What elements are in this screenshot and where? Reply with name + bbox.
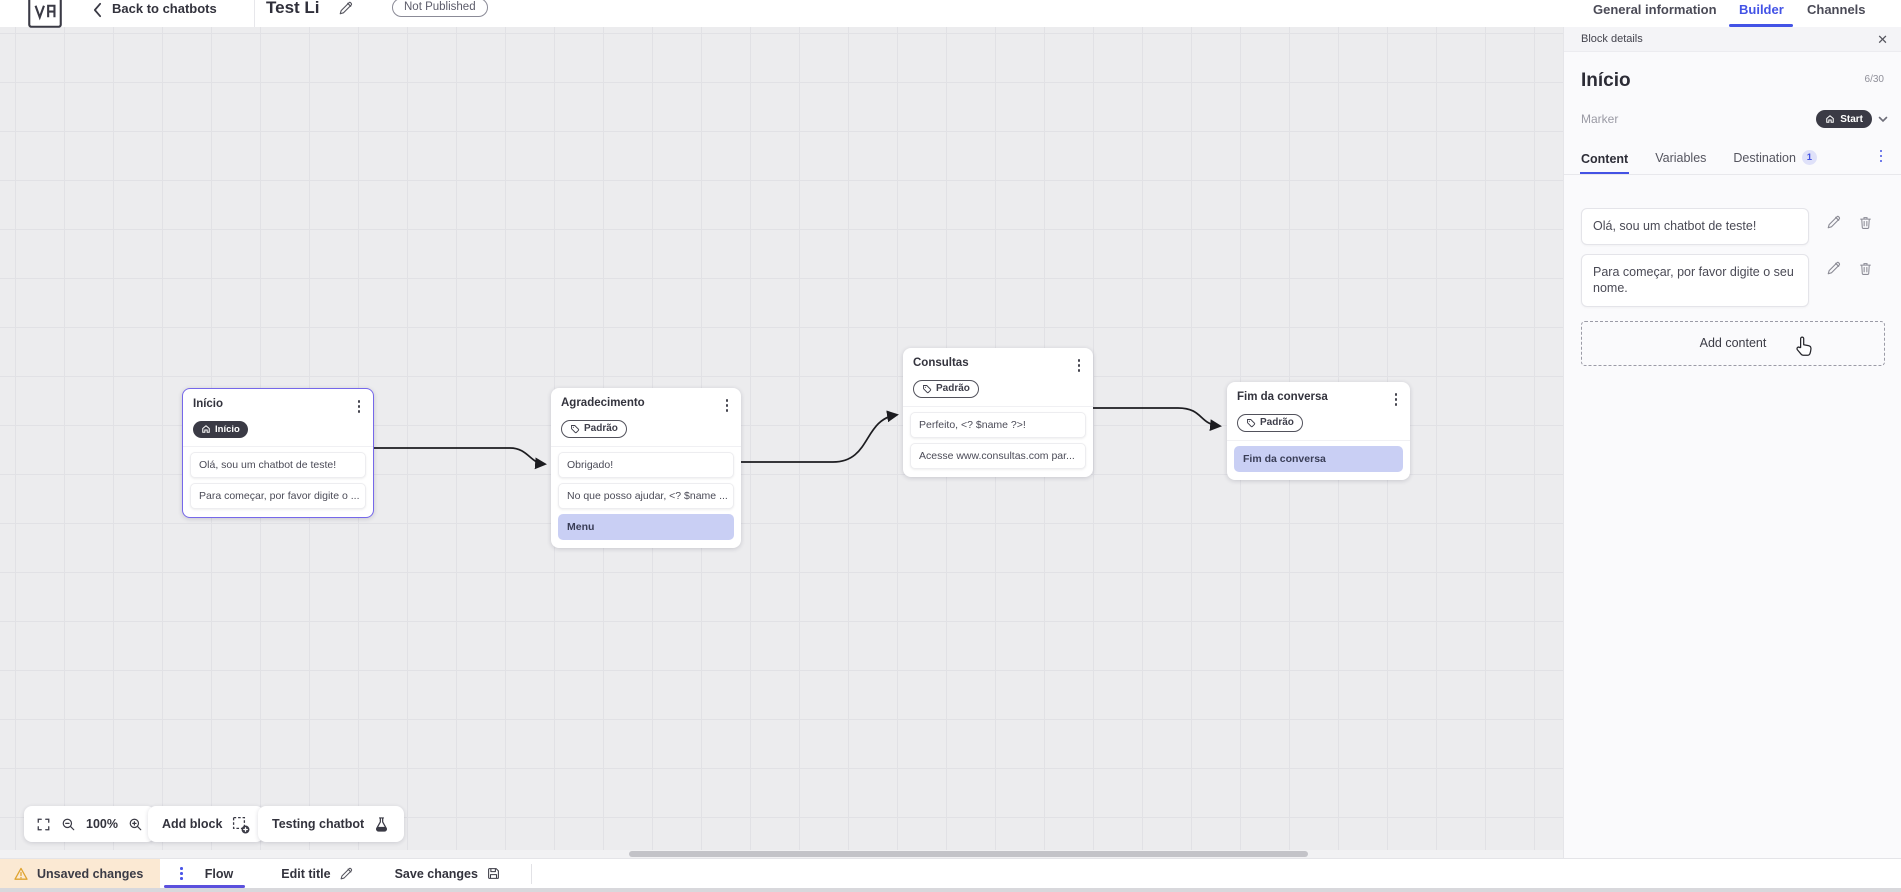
tag-icon bbox=[1247, 418, 1256, 427]
block-header: Fim da conversa Padrão bbox=[1227, 382, 1410, 441]
block-message-item[interactable]: Obrigado! bbox=[558, 451, 734, 478]
tab-general-information[interactable]: General information bbox=[1593, 2, 1717, 17]
warning-icon bbox=[14, 867, 28, 880]
block-message-item[interactable]: Acesse www.consultas.com par... bbox=[910, 442, 1086, 469]
block-message-item[interactable]: Perfeito, <? $name ?>! bbox=[910, 411, 1086, 438]
pencil-icon[interactable] bbox=[1826, 215, 1841, 230]
block-message-item[interactable]: No que posso ajudar, <? $name ... bbox=[558, 482, 734, 509]
block-title: Fim da conversa bbox=[1237, 391, 1328, 403]
tab-builder[interactable]: Builder bbox=[1739, 2, 1784, 17]
padrao-badge: Padrão bbox=[1237, 413, 1303, 432]
message-row: Olá, sou um chatbot de teste! bbox=[1581, 208, 1884, 245]
trash-icon[interactable] bbox=[1858, 261, 1873, 276]
chevron-down-icon[interactable] bbox=[1877, 113, 1889, 125]
edit-title-pencil-icon[interactable] bbox=[338, 1, 353, 16]
testing-chatbot-label: Testing chatbot bbox=[272, 817, 365, 831]
add-block-label: Add block bbox=[162, 817, 223, 831]
message-text[interactable]: Olá, sou um chatbot de teste! bbox=[1581, 208, 1809, 245]
message-row: Para começar, por favor digite o seu nom… bbox=[1581, 253, 1884, 307]
start-badge: Início bbox=[193, 420, 248, 438]
fit-screen-icon[interactable] bbox=[36, 817, 51, 832]
more-vertical-icon[interactable] bbox=[355, 398, 364, 415]
tag-icon bbox=[571, 424, 580, 433]
app-logo-icon bbox=[24, 0, 66, 32]
flow-block-inicio[interactable]: Início Início Olá, sou um chatbot de tes… bbox=[182, 388, 374, 518]
save-icon bbox=[488, 868, 499, 879]
marker-label: Marker bbox=[1581, 112, 1619, 126]
pencil-icon[interactable] bbox=[1826, 261, 1841, 276]
flask-icon bbox=[373, 816, 390, 833]
more-vertical-icon[interactable] bbox=[1392, 391, 1401, 408]
active-tab-underline bbox=[1729, 24, 1793, 27]
add-block-button[interactable]: Add block bbox=[148, 806, 265, 842]
tab-channels[interactable]: Channels bbox=[1807, 2, 1866, 17]
back-chevron-icon[interactable] bbox=[92, 2, 103, 18]
zoom-controls: 100% bbox=[24, 806, 155, 842]
unsaved-changes-badge: Unsaved changes bbox=[0, 859, 161, 888]
zoom-out-icon[interactable] bbox=[61, 817, 76, 832]
block-header: Início Início bbox=[183, 389, 373, 447]
top-bar: Back to chatbots Test Li Not Published G… bbox=[0, 0, 1901, 28]
home-icon bbox=[1826, 115, 1834, 123]
message-text[interactable]: Para começar, por favor digite o seu nom… bbox=[1581, 253, 1809, 307]
block-title: Início bbox=[193, 398, 224, 410]
chatbot-title: Test Li bbox=[266, 0, 320, 17]
back-to-chatbots-link[interactable]: Back to chatbots bbox=[112, 1, 217, 16]
home-icon bbox=[202, 425, 210, 433]
tab-variables[interactable]: Variables bbox=[1655, 151, 1707, 165]
trash-icon[interactable] bbox=[1858, 215, 1873, 230]
block-message-item[interactable]: Olá, sou um chatbot de teste! bbox=[190, 452, 366, 478]
flow-block-consultas[interactable]: Consultas Padrão Perfeito, <? $name ?>! … bbox=[903, 348, 1093, 477]
close-icon[interactable]: ✕ bbox=[1877, 31, 1888, 47]
tab-destination[interactable]: Destination 1 bbox=[1732, 144, 1818, 174]
block-button-item[interactable]: Fim da conversa bbox=[1234, 445, 1403, 472]
block-title: Agradecimento bbox=[561, 397, 645, 409]
flow-block-agradecimento[interactable]: Agradecimento Padrão Obrigado! No que po… bbox=[551, 388, 741, 548]
tab-content[interactable]: Content bbox=[1580, 146, 1630, 174]
bottom-bar: Unsaved changes Flow Edit title Save cha… bbox=[0, 858, 1901, 888]
more-vertical-icon[interactable] bbox=[177, 865, 186, 882]
zoom-level: 100% bbox=[86, 817, 118, 831]
panel-title: Block details bbox=[1581, 33, 1643, 45]
flow-tab[interactable]: Flow bbox=[160, 859, 259, 888]
padrao-badge: Padrão bbox=[561, 419, 627, 438]
canvas-hscrollbar-track bbox=[0, 850, 1563, 858]
add-content-button[interactable]: Add content bbox=[1581, 320, 1885, 366]
char-counter: 6/30 bbox=[1864, 74, 1884, 85]
tag-icon bbox=[923, 384, 932, 393]
marker-value-pill[interactable]: Start bbox=[1816, 110, 1872, 128]
status-badge: Not Published bbox=[392, 0, 488, 17]
block-header: Agradecimento Padrão bbox=[551, 388, 741, 447]
save-changes-button[interactable]: Save changes bbox=[395, 859, 501, 888]
destination-count-badge: 1 bbox=[1801, 150, 1817, 165]
block-title: Consultas bbox=[913, 357, 969, 369]
flow-canvas[interactable]: Início Início Olá, sou um chatbot de tes… bbox=[0, 27, 1563, 858]
block-message-item[interactable]: Para começar, por favor digite o ... bbox=[190, 483, 366, 509]
more-vertical-icon[interactable] bbox=[1075, 357, 1084, 374]
zoom-in-icon[interactable] bbox=[128, 817, 143, 832]
padrao-badge: Padrão bbox=[913, 379, 979, 398]
testing-chatbot-button[interactable]: Testing chatbot bbox=[258, 806, 405, 842]
pencil-icon bbox=[340, 867, 352, 879]
block-name-field[interactable]: Início bbox=[1581, 70, 1631, 91]
more-vertical-icon[interactable] bbox=[1877, 148, 1886, 165]
block-button-item[interactable]: Menu bbox=[558, 513, 734, 540]
canvas-hscrollbar-thumb[interactable] bbox=[629, 851, 1308, 857]
edit-title-button[interactable]: Edit title bbox=[281, 859, 352, 888]
topbar-divider bbox=[254, 0, 255, 27]
panel-tabs: Content Variables Destination 1 bbox=[1564, 144, 1901, 175]
window-bottom-edge bbox=[0, 888, 1901, 892]
flow-block-fim-da-conversa[interactable]: Fim da conversa Padrão Fim da conversa bbox=[1227, 382, 1410, 480]
block-header: Consultas Padrão bbox=[903, 348, 1093, 407]
add-block-icon bbox=[231, 815, 250, 834]
bottombar-divider bbox=[530, 863, 532, 884]
block-details-panel: Block details ✕ Início 6/30 Marker Start… bbox=[1563, 27, 1901, 858]
more-vertical-icon[interactable] bbox=[723, 397, 732, 414]
